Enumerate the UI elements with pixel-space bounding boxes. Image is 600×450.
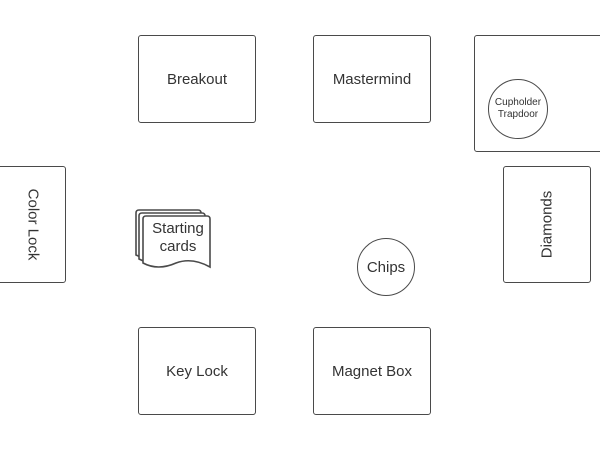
diamonds-box: Diamonds (503, 166, 591, 283)
starting-cards-line-2: cards (159, 238, 197, 255)
color-lock-label: Color Lock (24, 188, 42, 261)
mastermind-box: Mastermind (313, 35, 431, 123)
cupholder-trapdoor-circle: Cupholder Trapdoor (488, 79, 548, 139)
starting-cards-label: Starting cards (142, 220, 214, 256)
starting-cards-line-1: Starting (152, 220, 204, 237)
breakout-box: Breakout (138, 35, 256, 123)
trapdoor-label: Trapdoor (497, 109, 539, 120)
diamonds-label: Diamonds (538, 190, 556, 259)
key-lock-box: Key Lock (138, 327, 256, 415)
cupholder-label: Cupholder (494, 97, 542, 108)
chips-circle: Chips (357, 238, 415, 296)
magnet-box-box: Magnet Box (313, 327, 431, 415)
chips-label: Chips (366, 258, 406, 276)
magnet-box-label: Magnet Box (331, 362, 413, 380)
starting-cards-stack-icon (135, 209, 211, 269)
color-lock-box: Color Lock (0, 166, 66, 283)
key-lock-label: Key Lock (166, 362, 228, 380)
mastermind-label: Mastermind (332, 70, 412, 88)
breakout-label: Breakout (166, 70, 228, 88)
